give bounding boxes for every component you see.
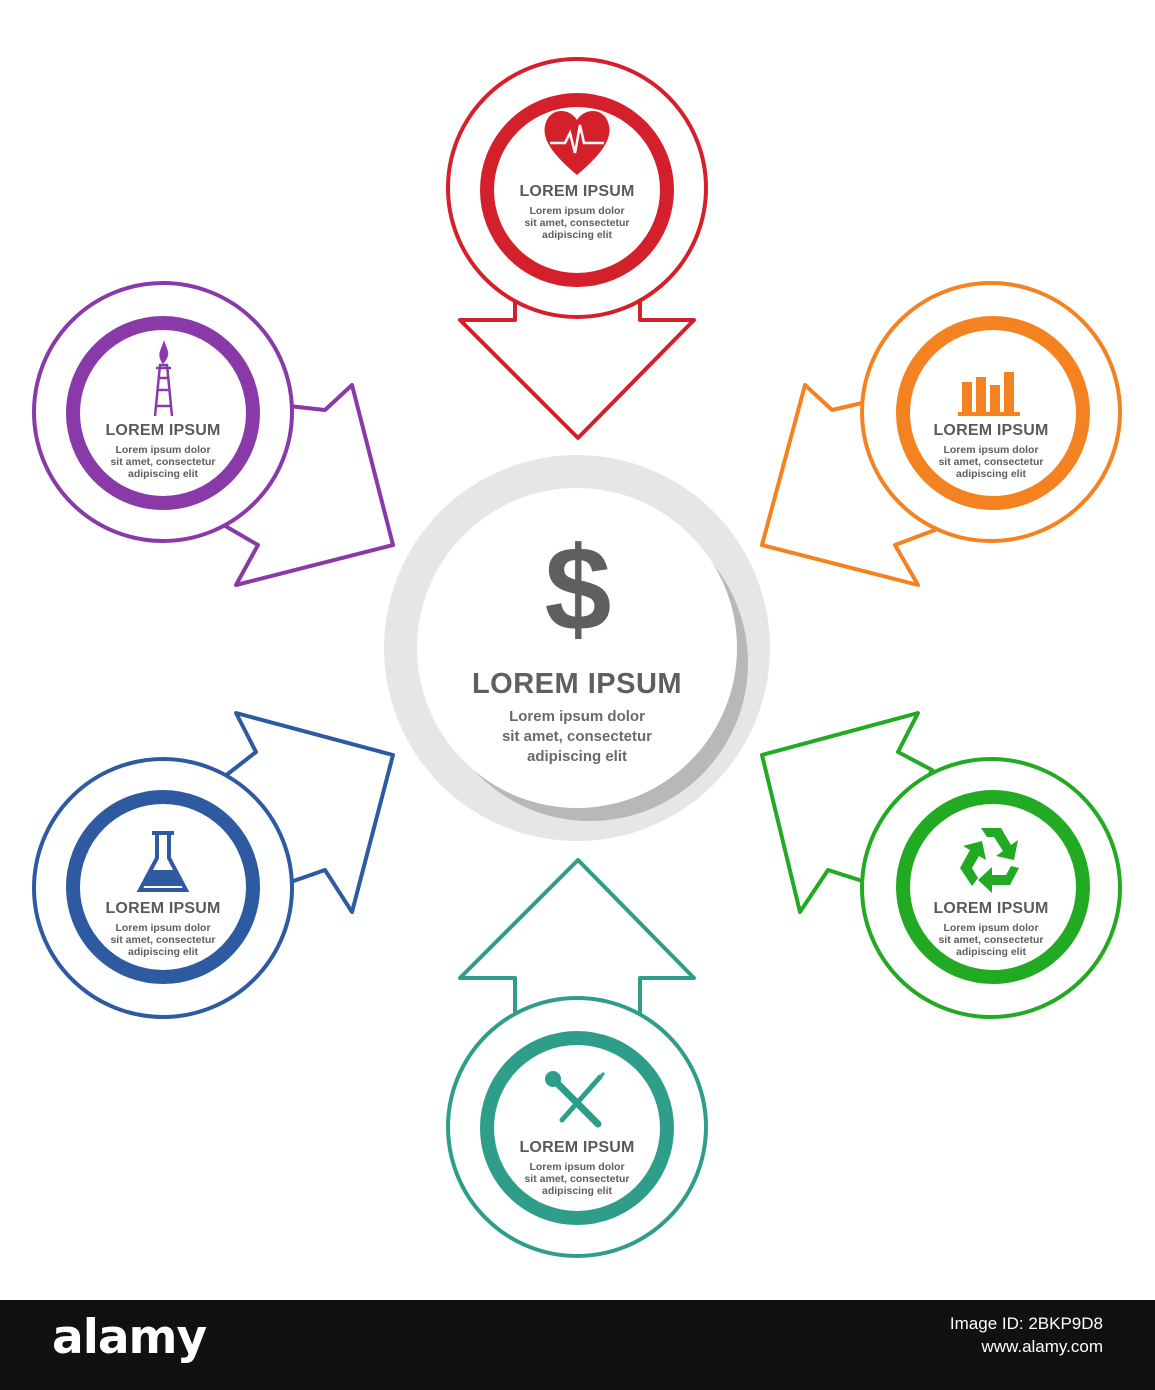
node-desc-line: sit amet, consectetur	[938, 934, 1044, 946]
node-bottom-left-inner-ring	[66, 790, 260, 984]
node-desc-line: sit amet, consectetur	[524, 217, 630, 229]
infographic-diagram: $	[32, 57, 1122, 1258]
node-top-right	[760, 281, 1122, 587]
node-desc-line: Lorem ipsum dolor	[115, 444, 211, 456]
node-desc-line: Lorem ipsum dolor	[943, 922, 1039, 934]
node-bottom	[446, 858, 708, 1258]
node-desc-line: adipiscing elit	[955, 468, 1026, 480]
recycle-icon	[960, 828, 1019, 893]
node-desc-line: Lorem ipsum dolor	[529, 205, 625, 217]
node-top-left-text: LOREM IPSUM Lorem ipsum dolor sit amet, …	[43, 422, 283, 480]
node-desc: Lorem ipsum dolor sit amet, consectetur …	[457, 205, 697, 241]
oil-rig-icon	[153, 340, 174, 417]
node-top-right-text: LOREM IPSUM Lorem ipsum dolor sit amet, …	[871, 422, 1111, 480]
node-top-right-inner-ring	[896, 316, 1090, 510]
center-inner-disc	[417, 488, 737, 808]
node-top	[446, 57, 708, 440]
arrow-outline-top-right	[760, 383, 937, 587]
image-id-label: Image ID: 2BKP9D8	[949, 1314, 1103, 1333]
node-desc-line: Lorem ipsum dolor	[529, 1161, 625, 1173]
center-desc-line: sit amet, consectetur	[501, 728, 653, 745]
watermark-bar: alamy Image ID: 2BKP9D8 www.alamy.com	[0, 1300, 1155, 1390]
node-bottom-text: LOREM IPSUM Lorem ipsum dolor sit amet, …	[457, 1139, 697, 1197]
node-title: LOREM IPSUM	[105, 422, 221, 439]
node-bottom-left-text: LOREM IPSUM Lorem ipsum dolor sit amet, …	[43, 900, 283, 958]
center-desc: Lorem ipsum dolor sit amet, consectetur …	[407, 707, 747, 767]
node-desc: Lorem ipsum dolor sit amet, consectetur …	[871, 444, 1111, 480]
wrench-screwdriver-icon	[545, 1071, 606, 1128]
node-desc-line: adipiscing elit	[541, 229, 612, 241]
center-desc-line: adipiscing elit	[526, 748, 628, 765]
node-top-inner-ring	[480, 93, 674, 287]
node-top-text: LOREM IPSUM Lorem ipsum dolor sit amet, …	[457, 183, 697, 241]
node-top-left-inner-ring	[66, 316, 260, 510]
node-bottom-inner-ring	[480, 1031, 674, 1225]
node-desc-line: adipiscing elit	[127, 468, 198, 480]
heart-pulse-icon	[544, 111, 610, 175]
brand-logo: alamy	[52, 1310, 207, 1365]
node-desc: Lorem ipsum dolor sit amet, consectetur …	[43, 922, 283, 958]
node-bottom-right	[760, 711, 1122, 1019]
node-title: LOREM IPSUM	[933, 422, 1049, 439]
node-bottom-right-text: LOREM IPSUM Lorem ipsum dolor sit amet, …	[871, 900, 1111, 958]
node-title: LOREM IPSUM	[519, 1139, 635, 1156]
node-desc: Lorem ipsum dolor sit amet, consectetur …	[43, 444, 283, 480]
flask-icon	[136, 831, 190, 892]
node-desc-line: adipiscing elit	[541, 1185, 612, 1197]
node-desc: Lorem ipsum dolor sit amet, consectetur …	[457, 1161, 697, 1197]
node-title: LOREM IPSUM	[519, 183, 635, 200]
node-desc-line: Lorem ipsum dolor	[943, 444, 1039, 456]
center-title: LOREM IPSUM	[471, 668, 683, 700]
dollar-icon: $	[545, 522, 612, 656]
node-desc: Lorem ipsum dolor sit amet, consectetur …	[871, 922, 1111, 958]
node-desc-line: Lorem ipsum dolor	[115, 922, 211, 934]
node-desc-line: sit amet, consectetur	[938, 456, 1044, 468]
center-node: $	[384, 455, 770, 841]
bar-chart-icon	[958, 372, 1020, 416]
center-text: LOREM IPSUM Lorem ipsum dolor sit amet, …	[407, 668, 747, 767]
node-desc-line: adipiscing elit	[127, 946, 198, 958]
node-top-left	[32, 281, 395, 587]
node-desc-line: adipiscing elit	[955, 946, 1026, 958]
node-desc-line: sit amet, consectetur	[110, 456, 216, 468]
site-url: www.alamy.com	[981, 1337, 1103, 1356]
node-desc-line: sit amet, consectetur	[110, 934, 216, 946]
node-title: LOREM IPSUM	[933, 900, 1049, 917]
node-bottom-left	[32, 711, 395, 1019]
center-desc-line: Lorem ipsum dolor	[509, 708, 645, 725]
node-bottom-right-inner-ring	[896, 790, 1090, 984]
node-title: LOREM IPSUM	[105, 900, 221, 917]
node-desc-line: sit amet, consectetur	[524, 1173, 630, 1185]
